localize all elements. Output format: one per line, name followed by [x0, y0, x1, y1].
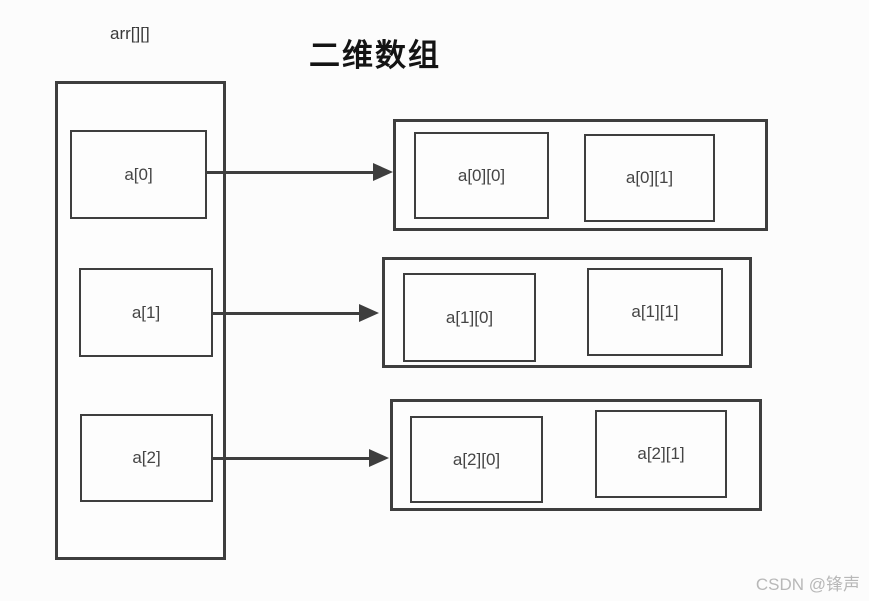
arrow-line: [206, 170, 378, 174]
csdn-watermark: CSDN @锋声: [755, 575, 860, 594]
element-label: a[1][0]: [445, 307, 494, 327]
arrow-head-icon: [359, 304, 379, 322]
pointer-label: a[0]: [124, 164, 153, 184]
pointer-box-a1: a[1]: [79, 268, 213, 357]
element-box-a1-0: a[1][0]: [403, 273, 536, 362]
arrow-head-icon: [373, 163, 393, 181]
element-box-a2-1: a[2][1]: [595, 410, 727, 498]
element-label: a[2][1]: [637, 444, 685, 463]
pointer-box-a2: a[2]: [80, 414, 213, 502]
element-label: a[2][0]: [452, 449, 501, 469]
element-box-a1-1: a[1][1]: [587, 268, 723, 356]
arrow-head-icon: [369, 449, 389, 467]
element-label: a[0][0]: [457, 165, 506, 185]
arrow-line: [213, 456, 374, 460]
pointer-label: a[1]: [131, 302, 161, 322]
element-box-a0-1: a[0][1]: [584, 134, 715, 222]
element-box-a0-0: a[0][0]: [414, 132, 549, 219]
array-name-label: arr[][]: [110, 24, 150, 43]
pointer-box-a0: a[0]: [70, 130, 207, 219]
diagram-title: 二维数组: [309, 38, 441, 73]
arrow-line: [213, 311, 364, 315]
pointer-label: a[2]: [132, 448, 161, 467]
element-label: a[0][1]: [625, 168, 674, 187]
element-label: a[1][1]: [631, 302, 679, 321]
element-box-a2-0: a[2][0]: [410, 416, 543, 503]
